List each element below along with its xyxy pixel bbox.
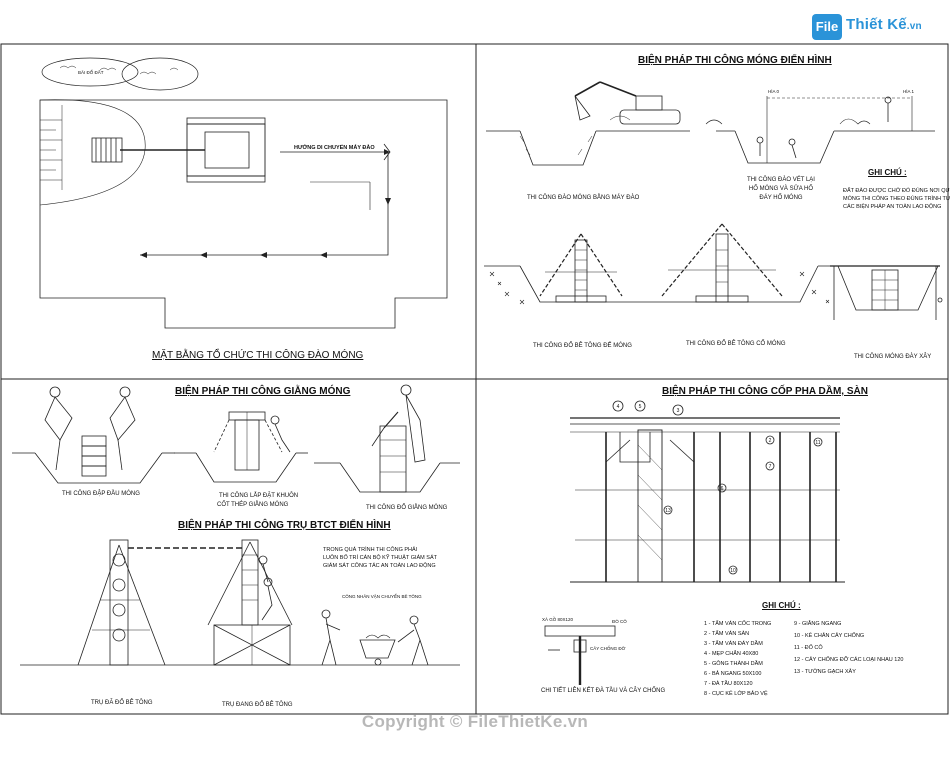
column-title: BIỆN PHÁP THI CÔNG TRỤ BTCT ĐIỂN HÌNH [178, 520, 391, 531]
tie-beam-title: BIỆN PHÁP THI CÔNG GIẰNG MÓNG [175, 386, 351, 397]
formwork-title: BIỆN PHÁP THI CÔNG CỐP PHA DẦM, SÀN [662, 386, 868, 397]
logo-brand: Thiết Kế.vn [846, 16, 922, 33]
svg-text:13: 13 [665, 508, 671, 514]
column-note-line-1: TRONG QUÁ TRÌNH THI CÔNG PHẢI [323, 547, 418, 553]
svg-text:6: 6 [721, 486, 724, 492]
formwork-note-left-7: 7 - ĐÀ TẦU 80X120 [704, 681, 753, 687]
tie-beam-caption-1: THI CÔNG ĐẬP ĐẦU MÓNG [62, 491, 140, 497]
axis-label-a: HÌA 0 [768, 89, 780, 94]
svg-text:4: 4 [617, 404, 620, 410]
logo-brand-name: Thiết Kế [846, 16, 907, 33]
caption-fill-foundation: THI CÔNG MÓNG ĐÀY XÂY [854, 354, 932, 360]
caption-neck-concrete: THI CÔNG ĐỔ BÊ TÔNG CỔ MÓNG [686, 341, 786, 347]
formwork-note-left-3: 3 - TẤM VÁN ĐÁY DẦM [704, 641, 763, 647]
caption-manual-excavation: THI CÔNG ĐÀO VÉT LẠI HỐ MÓNG VÀ SỬA HỐ Đ… [747, 177, 815, 201]
foundation-note-line-2: MÓNG THI CÔNG THEO ĐÚNG TRÌNH TỰ [843, 196, 950, 202]
column-note-line-2: LUÔN BỐ TRÍ CÁN BỘ KỸ THUẬT GIÁM SÁT [323, 555, 437, 561]
logo-file-icon: File [812, 14, 842, 40]
foundation-method-title: BIỆN PHÁP THI CÔNG MÓNG ĐIỂN HÌNH [638, 55, 832, 66]
formwork-note-left-5: 5 - GÔNG THÀNH DẦM [704, 661, 763, 667]
foundation-note-line-3: CÁC BIỆN PHÁP AN TOÀN LAO ĐỘNG [843, 204, 942, 210]
excavation-plan-title: MẶT BẰNG TỔ CHỨC THI CÔNG ĐÀO MÓNG [152, 350, 364, 361]
caption-excavator: THI CÔNG ĐÀO MÓNG BẰNG MÁY ĐÀO [527, 195, 640, 201]
detail-label-block: ĐÒ CÔ [612, 619, 627, 624]
soil-dump-label: BÃI ĐỔ ĐẤT [78, 70, 104, 75]
formwork-drawing [544, 400, 845, 685]
detail-label-prop: CÂY CHỐNG ĐỠ [590, 646, 626, 651]
excavation-plan-drawing [39, 57, 448, 329]
site-logo[interactable]: File Thiết Kế.vn [812, 14, 944, 40]
tie-beam-drawing [12, 384, 460, 493]
formwork-note-left-6: 6 - BẢ NGANG 50X100 [704, 671, 762, 677]
svg-text:7: 7 [769, 464, 772, 470]
column-note-line-3: GIÁM SÁT CÔNG TÁC AN TOÀN LAO ĐỘNG [323, 563, 436, 569]
formwork-note-right-5: 13 - TƯỜNG GẠCH XÂY [794, 669, 856, 675]
excavation-arrows [140, 149, 391, 258]
excavator-direction-label: HƯỚNG DI CHUYỂN MÁY ĐÀO [294, 145, 375, 151]
formwork-note-title: GHI CHÚ : [762, 601, 801, 610]
formwork-note-left-1: 1 - TẤM VÁN CỐC TRONG [704, 621, 772, 627]
svg-text:3: 3 [677, 408, 680, 414]
formwork-note-left-2: 2 - TẤM VÁN SÀN [704, 631, 750, 637]
formwork-note-right-1: 9 - GIẰNG NGANG [794, 621, 842, 627]
column-caption-2: TRỤ ĐANG ĐỔ BÊ TÔNG [222, 702, 293, 708]
caption-detail-connection: CHI TIẾT LIÊN KẾT ĐÀ TẦU VÀ CÂY CHỐNG [541, 688, 666, 694]
svg-text:10: 10 [730, 568, 736, 574]
foundation-note-title: GHI CHÚ : [868, 168, 907, 177]
tie-beam-caption-2b: CỐT THÉP GIẰNG MÓNG [217, 502, 289, 508]
tie-beam-caption-3: THI CÔNG ĐỔ GIẰNG MÓNG [366, 505, 448, 511]
formwork-note-left-4: 4 - MẸP CHẮN 40X80 [704, 651, 759, 657]
formwork-note-right-2: 10 - KÊ CHÂN CÂY CHỐNG [794, 633, 865, 639]
foundation-note-line-1: ĐẤT ĐÀO ĐƯỢC CHỞ ĐỔ ĐÚNG NƠI QUY ĐỊNH, [843, 188, 950, 194]
column-caption-1: TRỤ ĐÃ ĐỔ BÊ TÔNG [91, 700, 153, 706]
column-drawing [20, 539, 460, 666]
formwork-note-left-8: 8 - CỤC KÊ LỚP BẢO VỆ [704, 691, 768, 697]
svg-text:5: 5 [639, 404, 642, 410]
foundation-method-drawing [484, 81, 943, 320]
formwork-note-right-4: 12 - CÂY CHỐNG ĐỠ CÁC LOẠI NHAU 120 [794, 657, 904, 663]
svg-text:2: 2 [769, 438, 772, 444]
formwork-callout-labels: 4 5 3 2 11 7 6 13 10 [617, 404, 821, 574]
worker-transport-label: CÔNG NHÂN VẬN CHUYỂN BÊ TÔNG [342, 594, 422, 599]
axis-label-b: HÌA 1 [903, 89, 915, 94]
copyright-watermark: Copyright © FileThietKe.vn [361, 712, 589, 731]
tie-beam-caption-2a: THI CÔNG LẮP ĐẶT KHUÔN [219, 493, 299, 499]
formwork-note-right-3: 11 - ĐỐ CÔ [794, 645, 823, 651]
caption-footing-concrete: THI CÔNG ĐỔ BÊ TÔNG ĐẾ MÓNG [533, 343, 632, 349]
logo-domain: .vn [906, 21, 922, 32]
detail-label-beam: XÀ GỒ 80X120 [542, 617, 574, 622]
svg-text:11: 11 [815, 440, 820, 446]
